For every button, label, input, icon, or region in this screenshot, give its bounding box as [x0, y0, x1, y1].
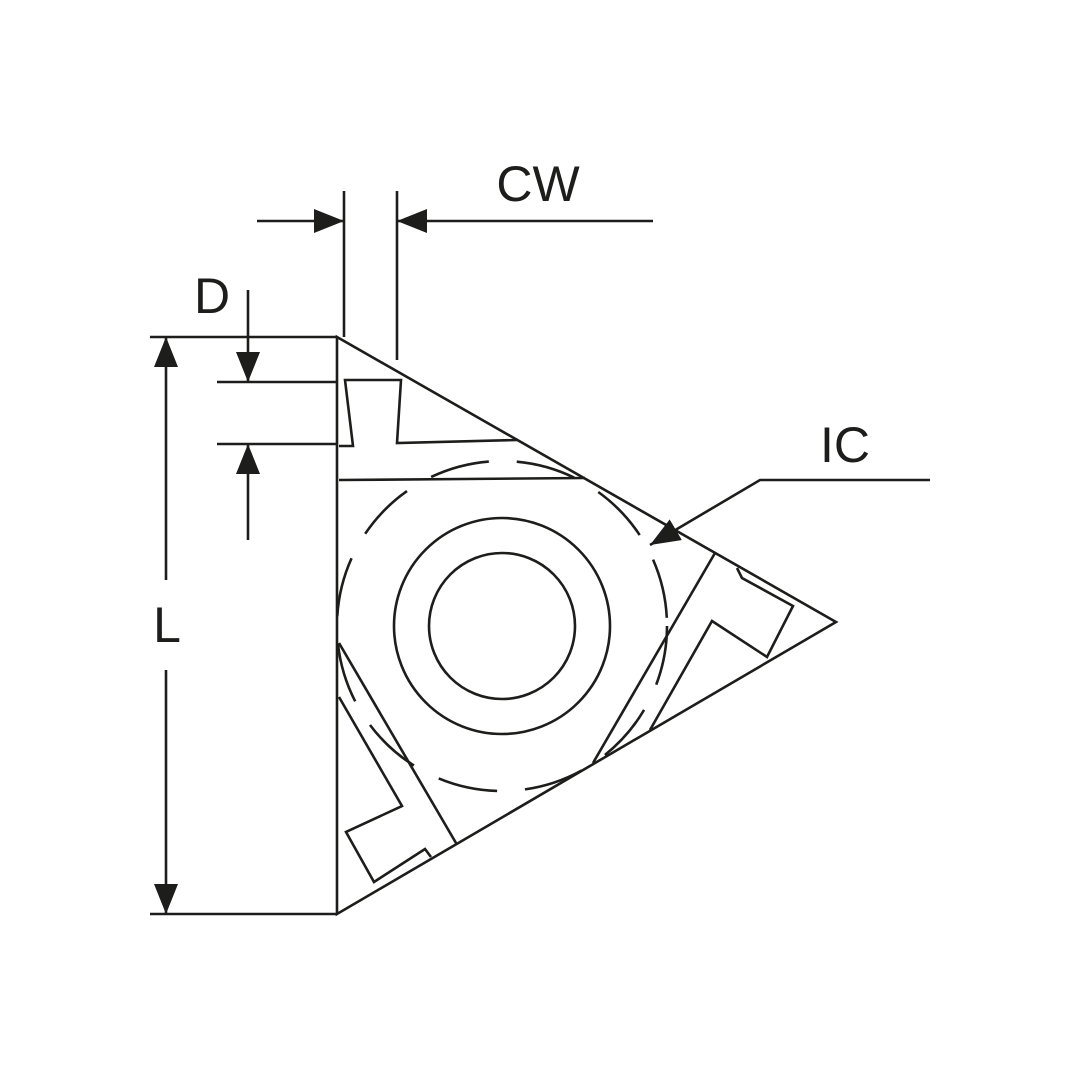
top-cutting-tooth	[338, 378, 586, 482]
d-label: D	[193, 268, 231, 324]
ic-leader	[649, 478, 930, 547]
outer-hole-circle	[392, 516, 612, 736]
l-label: L	[153, 597, 181, 653]
bottom-cutting-tooth	[337, 642, 458, 884]
inscribed-circle-dashed	[335, 459, 669, 793]
ic-label: IC	[820, 417, 870, 473]
right-cutting-tooth	[591, 552, 795, 764]
l-dimension	[150, 335, 337, 916]
inner-hole-circle	[427, 551, 577, 701]
cw-label: CW	[496, 156, 580, 212]
d-dimension	[217, 290, 337, 540]
cw-dimension	[257, 191, 653, 360]
insert-outline	[335, 334, 839, 917]
